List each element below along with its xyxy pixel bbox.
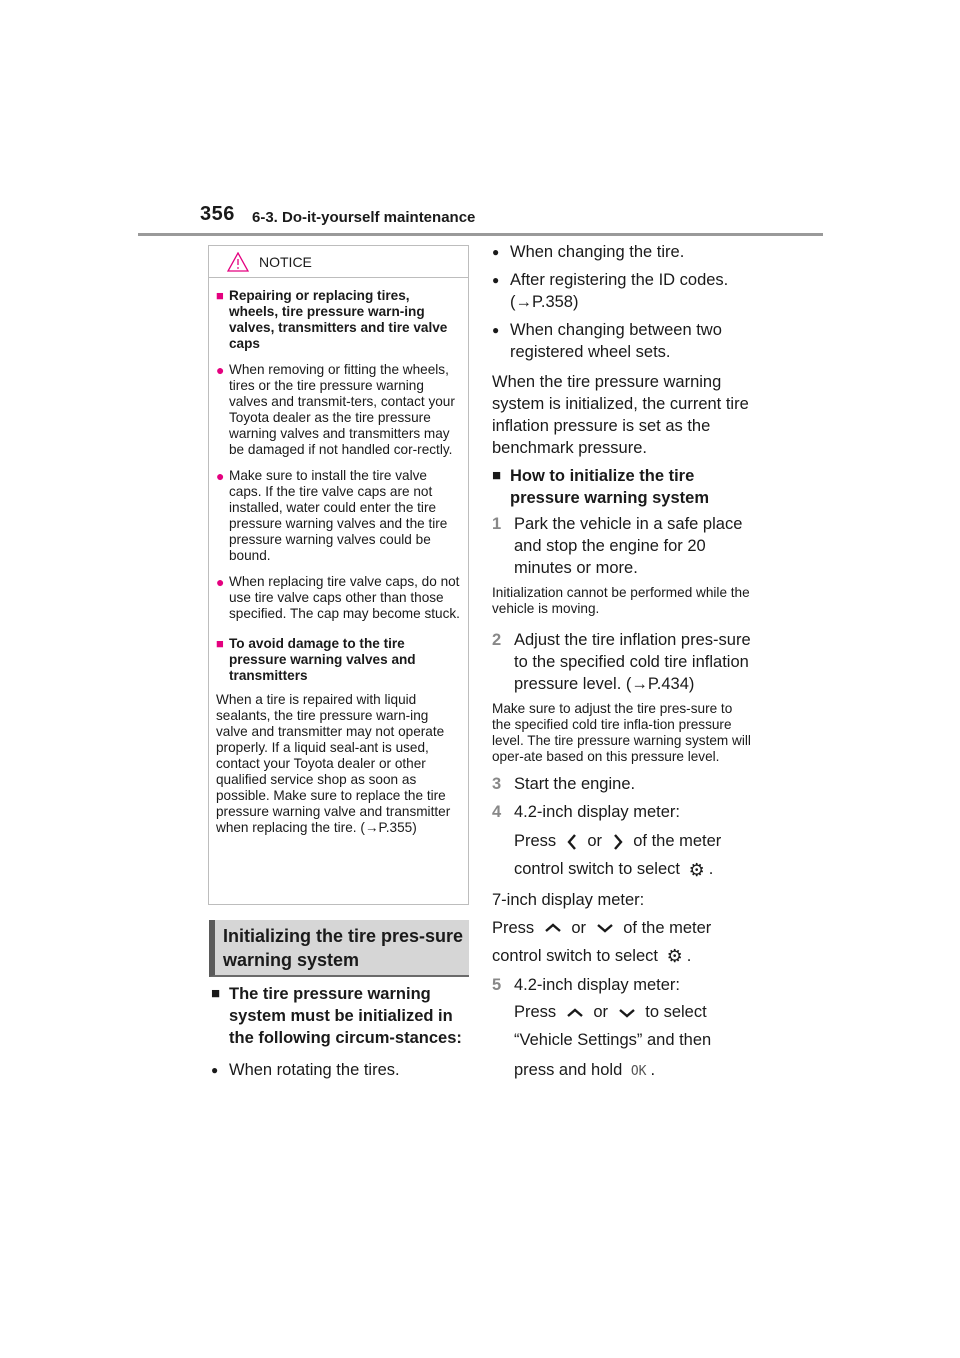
gear-icon: ⚙ — [688, 859, 705, 880]
notice-subheading-text: To avoid damage to the tire pressure war… — [229, 636, 416, 683]
step-text: control switch to select — [514, 860, 680, 878]
step-4: 4 4.2-inch display meter: Press or of th… — [492, 801, 754, 884]
notice-item-text: When replacing tire valve caps, do not u… — [229, 574, 460, 621]
step-line: Press or of the meter — [492, 914, 754, 942]
step-number: 3 — [492, 775, 502, 793]
subsection-heading: ■ How to initialize the tire pressure wa… — [492, 465, 754, 509]
step-line: Press or to select — [514, 998, 711, 1026]
notice-item-text: When removing or fitting the wheels, tir… — [229, 362, 455, 457]
step-line: control switch to select ⚙. — [514, 855, 721, 884]
list-item-text: When changing the tire. — [510, 243, 685, 261]
step-number: 5 — [492, 976, 502, 995]
notice-subheading-text: Repairing or replacing tires, wheels, ti… — [229, 288, 448, 351]
paragraph: When the tire pressure warning system is… — [492, 373, 749, 457]
step-number: 2 — [492, 631, 502, 649]
notice-header: NOTICE — [209, 246, 468, 278]
step-number: 1 — [492, 515, 502, 533]
step-text: “Vehicle Settings” and then — [514, 1031, 712, 1050]
bullet-dot-icon: ● — [492, 273, 500, 287]
chevron-left-icon — [567, 833, 576, 850]
subsection-heading: ■ The tire pressure warning system must … — [211, 983, 471, 1049]
bullet-dot-icon: ● — [492, 245, 500, 259]
subsection-heading-text: The tire pressure warning system must be… — [229, 985, 462, 1047]
step-text: or — [571, 918, 587, 937]
step-text: press and hold — [514, 1061, 623, 1080]
square-marker-icon: ■ — [211, 985, 221, 1002]
list-item: ● After registering the ID codes. (→P.35… — [492, 269, 754, 313]
bullet-dot-icon: ● — [492, 323, 500, 337]
chevron-right-icon — [613, 833, 623, 850]
step-line: press and hold OK. — [514, 1061, 656, 1080]
square-marker-icon: ■ — [216, 636, 224, 651]
step-text: Start the engine. — [514, 775, 636, 793]
step-note: Make sure to adjust the tire pres-sure t… — [492, 701, 751, 764]
step-text: of the meter — [633, 832, 722, 850]
list-item: ● When changing the tire. — [492, 241, 754, 263]
step-text: or — [593, 1003, 609, 1022]
bullet-dot-icon: ● — [216, 468, 225, 484]
bullet-dot-icon: ● — [211, 1063, 219, 1077]
paragraph: 7-inch display meter: — [492, 890, 645, 909]
notice-item: ● When replacing tire valve caps, do not… — [216, 574, 460, 622]
notice-item: ● When removing or fitting the wheels, t… — [216, 362, 460, 458]
notice-label: NOTICE — [259, 254, 312, 270]
section-title: 6-3. Do-it-yourself maintenance — [252, 209, 476, 226]
step-text: to select — [645, 1003, 707, 1022]
list-item-text: When changing between two registered whe… — [510, 321, 722, 361]
list-item-text: After registering the ID codes. (→P.358) — [510, 271, 729, 311]
chevron-up-icon — [567, 1008, 583, 1017]
step-line: Press or of the meter — [514, 827, 721, 855]
step-note: Initialization cannot be performed while… — [492, 585, 750, 616]
step-5: 5 4.2-inch display meter: Press or to se… — [492, 974, 754, 1086]
notice-paragraph: When a tire is repaired with liquid seal… — [216, 692, 451, 835]
notice-item-text: Make sure to install the tire valve caps… — [229, 468, 448, 563]
step-text: Press — [514, 1003, 557, 1022]
step-text: Press — [514, 832, 557, 850]
left-column: ■ The tire pressure warning system must … — [211, 983, 471, 1081]
notice-item: ● Make sure to install the tire valve ca… — [216, 468, 460, 564]
page-number: 356 — [200, 203, 235, 225]
chevron-up-icon — [545, 923, 561, 933]
ok-button-label: OK — [630, 1064, 647, 1080]
step-number: 4 — [492, 803, 502, 821]
list-item: ● When changing between two registered w… — [492, 319, 754, 363]
section-banner: Initializing the tire pres-sure warning … — [209, 920, 469, 977]
header-rule — [138, 233, 823, 236]
step-text: control switch to select — [492, 946, 658, 965]
notice-box: NOTICE ■ Repairing or replacing tires, w… — [208, 245, 469, 905]
subsection-heading-text: How to initialize the tire pressure warn… — [510, 467, 709, 507]
square-marker-icon: ■ — [492, 467, 502, 484]
step-text: Park the vehicle in a safe place and sto… — [514, 515, 743, 577]
step-text: of the meter — [623, 918, 712, 937]
banner-title: Initializing the tire pres-sure warning … — [223, 926, 464, 970]
step-2: 2 Adjust the tire inflation pres-sure to… — [492, 629, 754, 695]
step-1: 1 Park the vehicle in a safe place and s… — [492, 513, 754, 579]
step-text: or — [587, 832, 603, 850]
notice-subheading: ■ Repairing or replacing tires, wheels, … — [216, 288, 460, 352]
chevron-down-icon — [618, 1009, 635, 1018]
step-text: Press — [492, 918, 535, 937]
chevron-down-icon — [596, 924, 613, 933]
list-item: ● When rotating the tires. — [211, 1059, 471, 1081]
square-marker-icon: ■ — [216, 288, 224, 303]
step-line: control switch to select ⚙. — [492, 942, 754, 971]
warning-triangle-icon — [227, 252, 249, 272]
notice-body: ■ Repairing or replacing tires, wheels, … — [209, 278, 468, 836]
step-text: Adjust the tire inflation pres-sure to t… — [514, 631, 751, 693]
gear-icon: ⚙ — [666, 946, 683, 967]
list-item-text: When rotating the tires. — [229, 1061, 400, 1079]
step-text: 4.2-inch display meter: — [514, 976, 680, 995]
notice-subheading: ■ To avoid damage to the tire pressure w… — [216, 636, 460, 684]
bullet-dot-icon: ● — [216, 574, 225, 590]
step-3: 3 Start the engine. — [492, 773, 754, 795]
step-text: 4.2-inch display meter: — [514, 803, 680, 821]
bullet-dot-icon: ● — [216, 362, 225, 378]
right-column: ● When changing the tire. ● After regist… — [492, 241, 754, 1086]
